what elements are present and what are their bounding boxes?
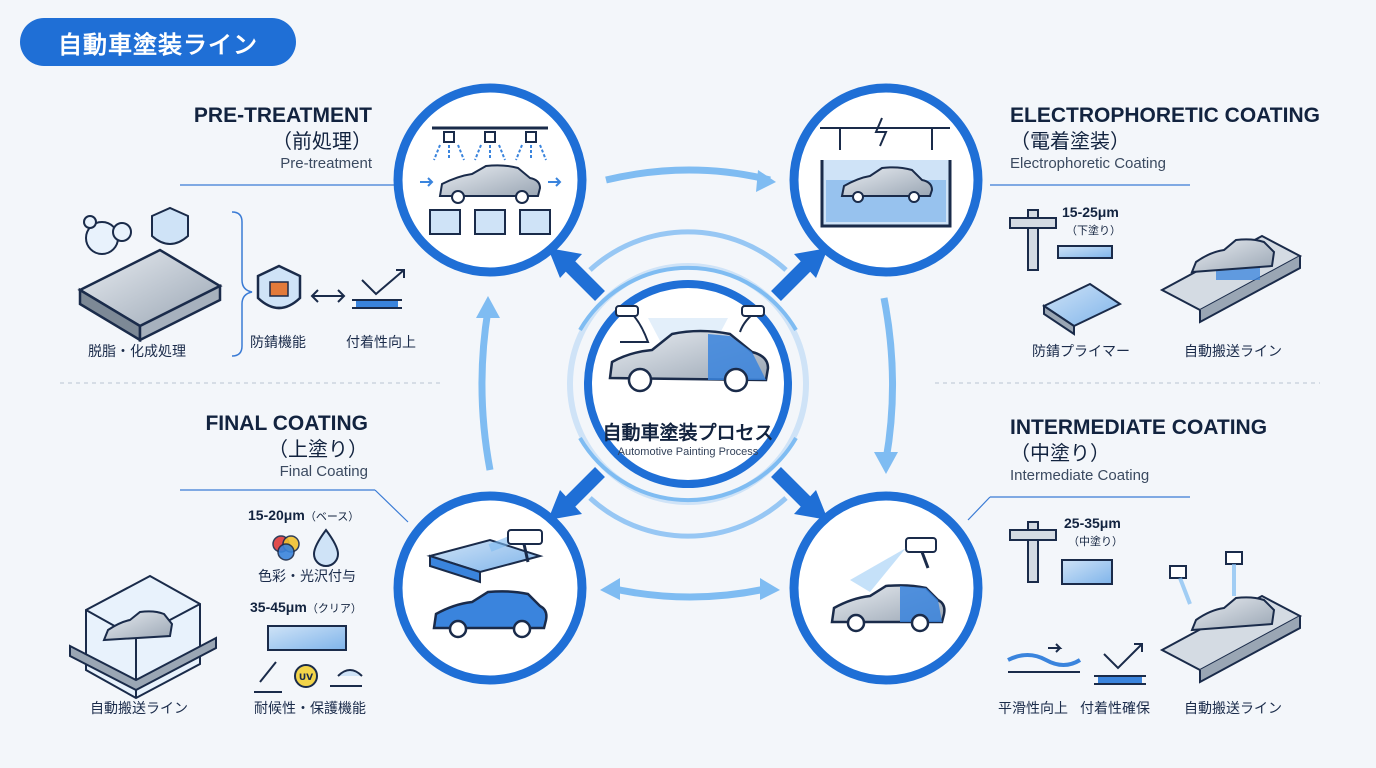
bracket — [231, 211, 253, 357]
final-clear-note: （クリア） — [306, 602, 362, 615]
final-circle — [393, 491, 587, 685]
intermediate-conveyor-label: 自動搬送ライン — [1184, 701, 1282, 717]
intermediate-en: Intermediate Coating — [1010, 467, 1150, 484]
final-spray-icon — [426, 529, 548, 639]
gloss-drop-icon — [312, 528, 340, 567]
electro-jp: （電着塗装） — [1010, 129, 1130, 153]
final-base-note: （ベース） — [304, 510, 360, 523]
pretreatment-heading: PRE-TREATMENT （前処理） Pre-treatment — [140, 104, 372, 174]
final-clear-thickness: 35-45μm — [250, 599, 307, 615]
electro-tank-icon — [820, 117, 952, 228]
primer-label: 防錆プライマー — [1032, 344, 1130, 360]
conveyor-icon-electro — [1159, 234, 1303, 324]
color-label: 色彩・光沢付与 — [258, 569, 356, 585]
pretreatment-spray-icon — [420, 126, 562, 235]
rust-label: 防錆機能 — [250, 335, 306, 351]
electro-thickness: 15-25μm — [1062, 204, 1119, 220]
intermediate-jp: （中塗り） — [1010, 441, 1110, 465]
weather-protect-icon — [254, 661, 363, 693]
pretreatment-jp: （前処理） — [272, 129, 372, 153]
caliper-icon-top — [1009, 209, 1057, 271]
electro-conveyor-label: 自動搬送ライン — [1184, 344, 1282, 360]
final-clear-thickness-row: 35-45μm（クリア） — [250, 597, 362, 616]
intermediate-spray-icon — [830, 537, 946, 633]
center-title: 自動車塗装プロセス — [602, 422, 774, 444]
intermediate-adhesion-label: 付着性確保 — [1080, 701, 1150, 717]
center-subtitle: Automotive Painting Process — [617, 446, 759, 458]
caliper-icon-mid — [1009, 521, 1057, 583]
electro-heading: ELECTROPHORETIC COATING （電着塗装） Electroph… — [1010, 104, 1340, 174]
arrow-bottom — [609, 584, 771, 601]
protect-label: 耐候性・保護機能 — [254, 701, 366, 717]
intermediate-layer-icon — [1061, 559, 1113, 585]
rust-shield-icon — [256, 264, 302, 310]
adhesion-icon-mid — [1094, 643, 1146, 685]
final-en: Final Coating — [279, 463, 368, 480]
primer-layer-icon — [1057, 245, 1113, 259]
intermediate-title: INTERMEDIATE COATING — [1010, 416, 1268, 439]
electro-title: ELECTROPHORETIC COATING — [1010, 104, 1320, 127]
intermediate-heading: INTERMEDIATE COATING （中塗り） Intermediate … — [1010, 416, 1340, 486]
clear-layer-icon — [267, 625, 347, 651]
final-heading: FINAL COATING （上塗り） Final Coating — [140, 412, 368, 482]
double-arrow-icon — [310, 289, 346, 303]
intermediate-thickness-note: （中塗り） — [1068, 535, 1123, 548]
adhesion-label: 付着性向上 — [346, 335, 416, 351]
final-base-thickness: 15-20μm — [248, 507, 305, 523]
degrease-label: 脱脂・化成処理 — [88, 344, 186, 360]
final-conveyor-label: 自動搬送ライン — [90, 701, 188, 717]
page-title: 自動車塗装ライン — [20, 18, 296, 66]
arrow-left — [478, 309, 494, 471]
uv-label: UV — [299, 673, 313, 683]
pretreatment-title: PRE-TREATMENT — [193, 104, 372, 127]
final-title: FINAL COATING — [205, 412, 368, 435]
paint-booth-icon — [69, 574, 217, 700]
steel-plate-icon — [77, 206, 223, 343]
electro-thickness-note: （下塗り） — [1066, 224, 1121, 237]
center-circle — [584, 280, 792, 488]
electro-en: Electrophoretic Coating — [1010, 155, 1166, 172]
adhesion-icon — [352, 269, 405, 309]
arrow-top — [605, 166, 771, 184]
smooth-surface-icon — [1007, 643, 1082, 673]
conveyor-icon-intermediate — [1159, 551, 1303, 684]
color-circles-icon — [272, 535, 300, 561]
arrow-right — [880, 297, 897, 461]
smooth-label: 平滑性向上 — [998, 701, 1068, 717]
pretreatment-en: Pre-treatment — [280, 155, 372, 172]
primer-sheet-icon — [1041, 282, 1123, 336]
final-jp: （上塗り） — [268, 437, 368, 461]
intermediate-thickness: 25-35μm — [1064, 515, 1121, 531]
final-base-thickness-row: 15-20μm（ベース） — [248, 505, 359, 524]
center-car-icon — [608, 305, 770, 393]
